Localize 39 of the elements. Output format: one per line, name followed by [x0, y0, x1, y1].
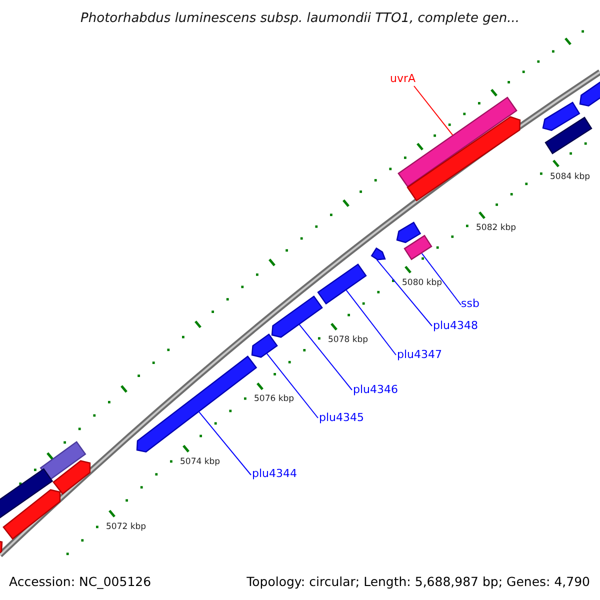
leader-line [266, 353, 318, 418]
scale-label: 5076 kbp [254, 393, 294, 406]
leader-line [298, 324, 352, 390]
gene-feature [2, 489, 61, 540]
leader-line [198, 411, 252, 476]
gene-label: plu4348 [433, 319, 478, 332]
scale-label: 5072 kbp [106, 520, 146, 534]
genome-info-text: Topology: circular; Length: 5,688,987 bp; Genes: 4,790 [246, 573, 590, 591]
scale-label: 5078 kbp [328, 334, 368, 346]
map-title: Photorhabdus luminescens subsp. laumondii TTO1, complete gen... [80, 10, 520, 28]
gene-feature [370, 247, 386, 260]
gene-feature [542, 102, 580, 132]
gene-label: plu4347 [397, 348, 442, 361]
gene-feature [251, 333, 278, 358]
leader-line [414, 86, 454, 136]
scale-label: 5074 kbp [180, 456, 220, 468]
accession-text: Accession: NC_005126 [9, 573, 152, 591]
scale-label: 5080 kbp [402, 276, 442, 290]
scale-label: 5082 kbp [476, 222, 516, 235]
gene-label: plu4346 [353, 383, 398, 396]
gene-feature [271, 295, 323, 338]
gene-feature [0, 468, 54, 519]
gene-feature [40, 441, 86, 481]
gene-feature [579, 80, 600, 107]
gene-feature [404, 234, 432, 260]
gene-label: uvrA [390, 72, 416, 85]
gene-feature [406, 116, 521, 202]
gene-feature [396, 222, 422, 244]
scale-label: 5084 kbp [550, 170, 590, 184]
gene-feature [52, 460, 91, 495]
gene-feature [398, 96, 518, 188]
gene-feature [317, 263, 367, 305]
leader-line [376, 259, 432, 326]
gene-label: plu4344 [252, 467, 298, 480]
leader-line [421, 252, 462, 306]
gene-label: plu4345 [319, 411, 364, 424]
leader-line [346, 290, 396, 356]
gene-label: ssb [461, 297, 480, 310]
gene-feature [544, 116, 592, 154]
